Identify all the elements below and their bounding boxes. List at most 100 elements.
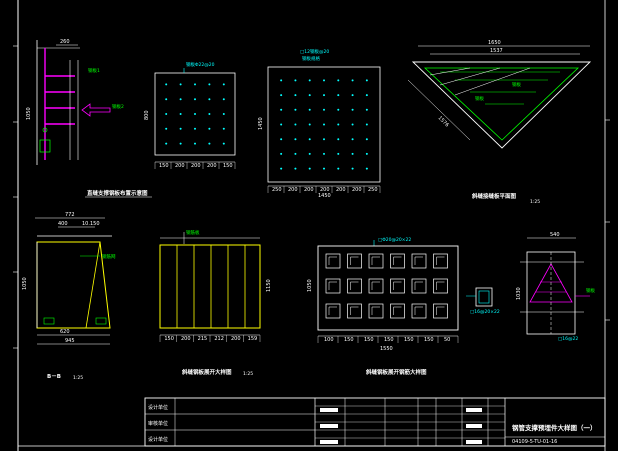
plate-opening xyxy=(368,278,384,294)
bolt-hole xyxy=(280,79,283,82)
bolt-hole xyxy=(308,123,311,126)
bolt-hole xyxy=(222,98,225,101)
caption-expanded-plate: 斜缝钢板展开大样图 xyxy=(181,368,232,376)
bolt-hole xyxy=(365,167,368,170)
opening-inner-edge xyxy=(350,281,359,290)
plate-opening xyxy=(390,278,405,294)
bolt-hole xyxy=(222,83,225,86)
dim-value: 150 xyxy=(424,337,434,343)
bolt-hole xyxy=(323,167,325,170)
dim-rebar-plate-total: 1550 xyxy=(380,346,393,352)
plate-opening xyxy=(411,253,427,269)
bolt-hole xyxy=(294,138,297,141)
dim-value: 100 xyxy=(324,337,334,343)
bolt-hole xyxy=(323,138,325,141)
dim-value: 150 xyxy=(164,336,174,342)
opening-inner-edge xyxy=(436,256,445,265)
dim-small-plate-side: 800 xyxy=(144,110,150,120)
title-block: 设计单位 审核单位 设计单位 钢管支撑预埋件大样图（一） 04109-5-TU-… xyxy=(144,397,606,447)
large-plate-bolt-grid xyxy=(280,79,368,170)
opening-inner-edge xyxy=(393,281,402,290)
view-small-section: □16@20×22 xyxy=(466,287,500,315)
dim-bb-bottom: 620 xyxy=(60,329,70,335)
bolt-hole xyxy=(208,127,211,130)
opening-inner-edge xyxy=(393,306,402,315)
rebar-plate-openings xyxy=(325,253,448,319)
dim-triangle-top: 1650 xyxy=(488,40,501,46)
bolt-hole xyxy=(194,98,196,101)
dim-expanded-side: 1150 xyxy=(266,279,272,292)
dim-value: 212 xyxy=(214,336,224,342)
bolt-hole xyxy=(194,142,196,145)
dim-value: 150 xyxy=(384,337,394,343)
bolt-hole xyxy=(208,83,211,86)
bolt-hole xyxy=(222,142,225,145)
opening-inner-edge xyxy=(371,281,380,290)
bolt-hole xyxy=(179,83,182,86)
dim-bb-side: 1050 xyxy=(22,277,28,290)
dim-value: 150 xyxy=(344,337,354,343)
bolt-hole xyxy=(222,113,225,115)
opening-inner-edge xyxy=(350,306,359,315)
bolt-hole xyxy=(365,152,368,155)
bolt-hole xyxy=(351,152,354,155)
bolt-hole xyxy=(337,123,340,126)
label-plate-2: 钢板2 xyxy=(112,103,124,110)
bolt-hole xyxy=(280,123,283,126)
dim-value: 150 xyxy=(364,337,374,343)
plate-opening xyxy=(325,303,341,319)
bolt-hole xyxy=(323,79,325,82)
opening-inner-edge xyxy=(436,281,445,290)
label-small-section: □16@20×22 xyxy=(470,309,500,315)
bolt-hole xyxy=(337,152,340,155)
bolt-hole xyxy=(208,113,211,115)
dim-bb-bottom2: 945 xyxy=(65,338,75,344)
plate-opening xyxy=(411,303,427,319)
view-section-bb: 772 400 10.150 钢筋网 620 945 1050 xyxy=(22,212,116,345)
bolt-hole xyxy=(365,108,368,111)
bolt-hole xyxy=(294,123,297,126)
bolt-hole xyxy=(165,98,168,101)
label-small-plate: 钢板Φ22@20 xyxy=(186,61,215,68)
view-right-elevation: 540 钢板 □16@22 1030 xyxy=(516,232,595,342)
opening-inner-edge xyxy=(414,306,423,315)
opening-inner-edge xyxy=(414,256,423,265)
bolt-hole xyxy=(337,79,340,82)
opening-inner-edge xyxy=(328,306,337,315)
bolt-hole xyxy=(179,113,182,115)
bolt-hole xyxy=(294,94,297,97)
plate-opening xyxy=(433,303,448,319)
bolt-hole xyxy=(337,94,340,97)
dim-value: 159 xyxy=(248,336,258,342)
label-plate-1: 钢板1 xyxy=(88,67,100,74)
bolt-hole xyxy=(179,98,182,101)
bolt-hole xyxy=(165,142,168,145)
dim-value: 200 xyxy=(352,187,362,193)
caption-rebar-plate: 斜缝钢板展开钢筋大样图 xyxy=(365,368,427,376)
dim-triangle-side: 1576 xyxy=(437,115,450,128)
dim-large-plate-side: 1450 xyxy=(258,117,264,130)
view-wall-plate-arrangement: 钢板1 钢板2 260 1050 xyxy=(26,39,124,165)
small-plate-bolt-grid xyxy=(165,83,225,145)
plate-opening xyxy=(347,303,362,319)
dim-bb-top-b: 10.150 xyxy=(82,221,100,227)
bolt-hole xyxy=(337,167,340,170)
bolt-hole xyxy=(179,127,182,130)
dim-value: 200 xyxy=(207,163,217,169)
bolt-hole xyxy=(337,138,340,141)
bolt-hole xyxy=(365,138,368,141)
opening-inner-edge xyxy=(371,256,380,265)
bolt-hole xyxy=(365,94,368,97)
dim-value: 150 xyxy=(159,163,169,169)
dim-left-side: 1050 xyxy=(26,107,32,120)
bolt-hole xyxy=(280,108,283,111)
bolt-hole xyxy=(351,108,354,111)
dim-value: 150 xyxy=(223,163,233,169)
dim-value: 200 xyxy=(231,336,241,342)
label-triangle-green-b: 钢板 xyxy=(475,95,484,102)
dim-value: 200 xyxy=(304,187,314,193)
bolt-hole xyxy=(308,152,311,155)
opening-inner-edge xyxy=(393,256,402,265)
